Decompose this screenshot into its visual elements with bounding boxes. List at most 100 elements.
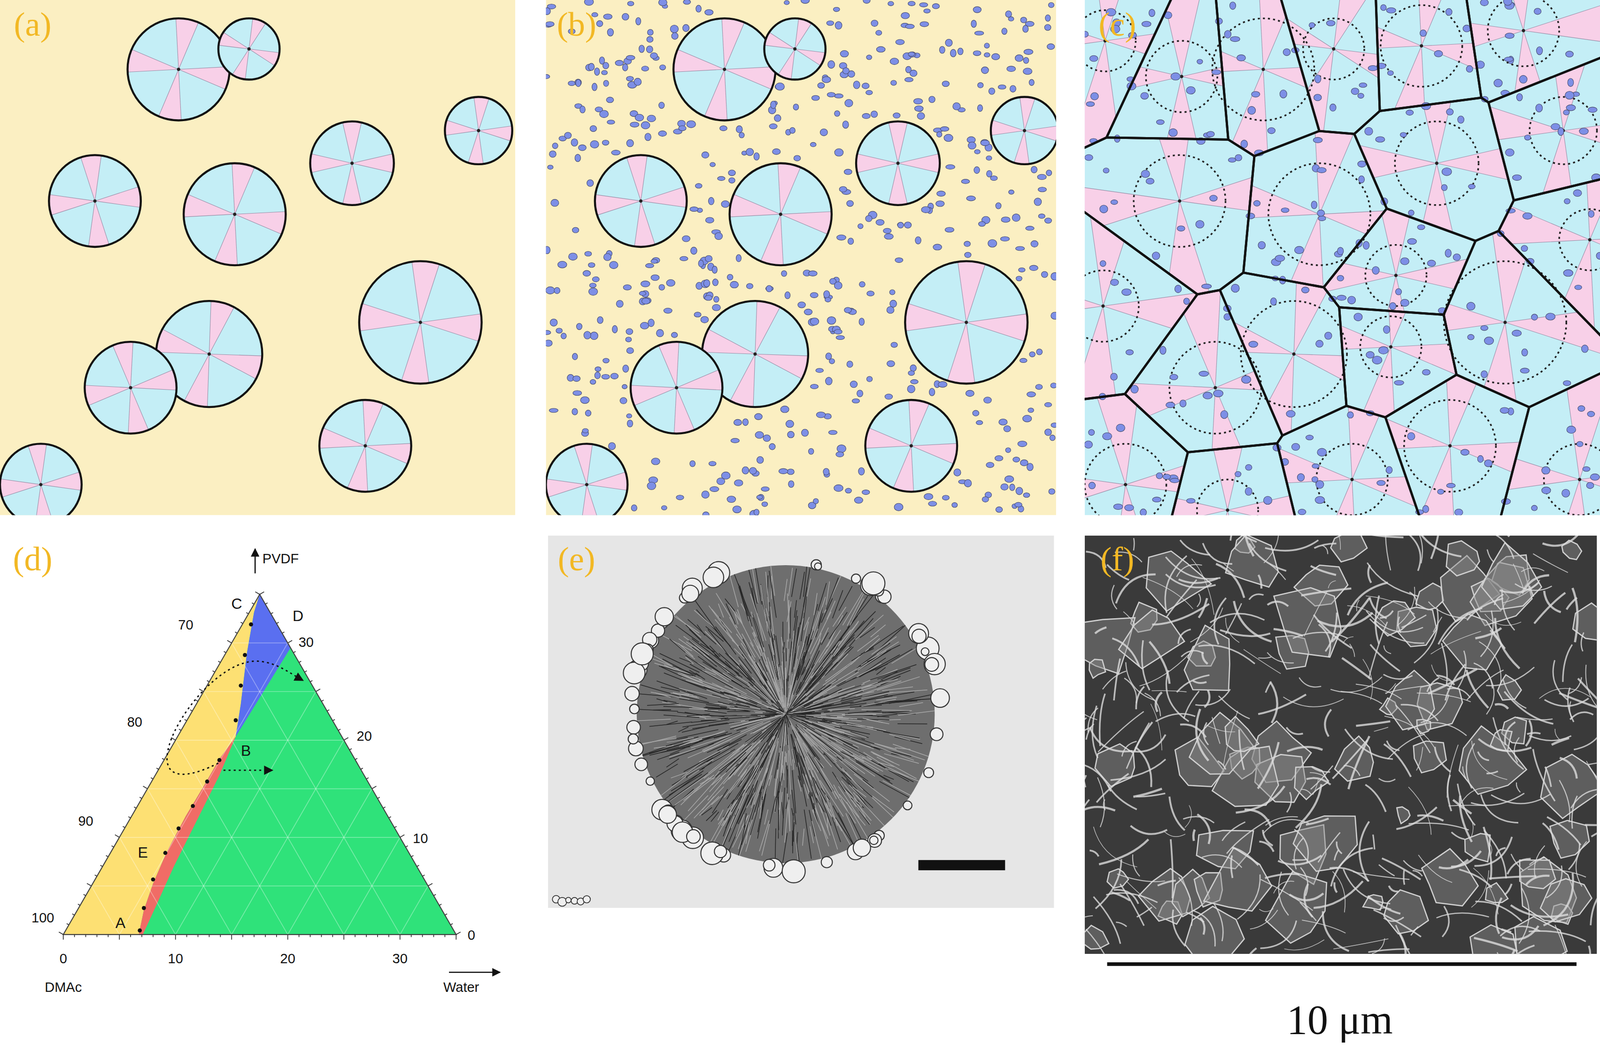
fibril — [792, 759, 794, 771]
water-droplet — [568, 253, 578, 261]
fibril — [745, 807, 759, 852]
sector-edge — [468, 130, 479, 163]
nucleus — [1350, 478, 1354, 482]
initial-spherulite — [1380, 5, 1463, 87]
spherulite-outline — [359, 261, 482, 384]
sector-edge — [1084, 187, 1392, 348]
spherulite-outline — [319, 400, 412, 493]
water-droplet — [1170, 72, 1181, 81]
solution-ground — [0, 0, 516, 516]
tick — [377, 797, 380, 799]
tick — [360, 768, 364, 770]
water-droplet — [1386, 7, 1396, 14]
water-droplet — [884, 233, 894, 240]
sector-edge — [478, 98, 489, 131]
pink-sector — [248, 18, 266, 50]
water-droplet — [895, 39, 905, 45]
water-droplet — [1041, 271, 1048, 278]
tick — [246, 612, 249, 615]
water-droplet — [953, 469, 961, 477]
sector-edge — [729, 214, 781, 217]
water-droplet — [981, 496, 989, 503]
water-droplet — [810, 292, 819, 298]
water-droplet — [700, 316, 709, 324]
water-droplet — [1213, 390, 1224, 398]
water-droplet — [1023, 493, 1030, 498]
tick — [410, 935, 412, 938]
water-droplet — [708, 461, 716, 467]
water-droplet — [1337, 295, 1347, 301]
water-droplet — [735, 254, 742, 262]
tick — [85, 935, 87, 938]
nucleus — [1419, 44, 1423, 48]
water-droplet — [772, 148, 781, 155]
spherulite-outline — [865, 400, 958, 493]
water-droplet — [816, 411, 826, 418]
tick — [405, 846, 409, 848]
fibril — [738, 801, 756, 850]
tick — [175, 935, 177, 941]
water-droplet — [647, 115, 656, 122]
water-droplet — [883, 228, 892, 234]
sector-edge — [420, 264, 440, 323]
sector-edge — [724, 22, 745, 70]
sector-edge — [595, 194, 642, 202]
sector-edge — [127, 69, 179, 73]
tick — [163, 935, 165, 938]
sector-edge — [128, 387, 131, 434]
pink-sector — [764, 32, 796, 50]
nucleus — [1522, 29, 1526, 33]
water-droplet — [1337, 275, 1344, 281]
pink-sector — [231, 163, 255, 215]
pink-sector — [755, 301, 781, 355]
tick — [411, 855, 414, 858]
sector-edge — [311, 163, 353, 173]
panel-c-inner — [1084, 0, 1600, 516]
data-point — [137, 928, 142, 934]
water-droplet — [833, 7, 840, 12]
spherulite-outline — [444, 96, 512, 164]
water-droplet — [910, 364, 917, 372]
crystal-cell — [1084, 76, 1534, 516]
water-droplet — [1005, 10, 1012, 18]
water-droplet — [704, 9, 714, 16]
nucleus — [1331, 47, 1336, 51]
grid-line — [175, 691, 317, 936]
water-droplet — [819, 128, 828, 136]
sector-edge — [1084, 144, 1180, 201]
water-droplet — [580, 396, 590, 404]
sector-edge — [1024, 130, 1030, 164]
sector-edge — [478, 125, 512, 131]
water-droplet — [761, 486, 770, 492]
spherulite — [904, 261, 1028, 384]
water-droplet — [1051, 272, 1057, 281]
sector-edge — [724, 66, 776, 70]
sector-edge — [724, 69, 728, 121]
water-droplet — [1159, 346, 1167, 355]
water-droplet — [1481, 371, 1488, 379]
sector-edge — [130, 387, 177, 391]
grid-line — [231, 643, 401, 936]
water-droplet — [1457, 115, 1465, 124]
water-droplet — [1445, 249, 1452, 258]
fibril — [707, 762, 740, 801]
spherulite — [729, 163, 832, 266]
water-droplet — [710, 162, 716, 167]
sector-edge — [702, 352, 756, 355]
water-droplet — [1541, 466, 1551, 475]
water-droplet — [721, 200, 730, 208]
water-droplet — [1148, 9, 1155, 17]
sector-edge — [586, 484, 600, 516]
water-droplet — [890, 80, 897, 86]
sector-edge — [88, 200, 95, 247]
water-droplet — [1337, 247, 1344, 256]
tick — [100, 865, 103, 867]
sector-edge — [411, 262, 421, 323]
tick — [349, 749, 352, 751]
water-droplet — [1357, 161, 1367, 168]
fibril — [778, 791, 780, 839]
spherulite-outline — [48, 154, 141, 248]
tick — [366, 778, 369, 780]
water-droplet — [939, 46, 945, 54]
water-droplet — [1563, 109, 1570, 116]
